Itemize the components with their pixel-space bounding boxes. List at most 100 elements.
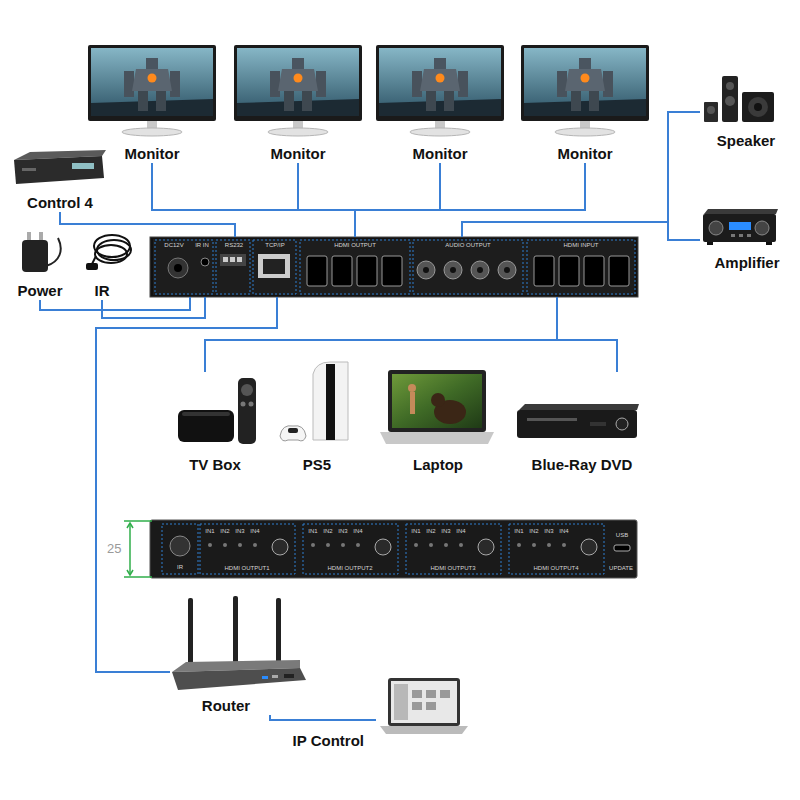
- device-label: Monitor: [271, 145, 326, 163]
- speaker-device: Speaker: [700, 72, 792, 150]
- router-icon-part: [233, 596, 238, 668]
- device-label: PS5: [303, 456, 331, 474]
- amplifier-icon-part: [704, 209, 778, 214]
- device-label: Monitor: [125, 145, 180, 163]
- bluray-player-icon: [517, 404, 639, 438]
- speaker-icon-part: [707, 106, 715, 114]
- amplifier-icon-part: [729, 222, 751, 230]
- amplifier-icon-part: [709, 221, 723, 235]
- front-panel-illustration-part: [614, 545, 630, 551]
- front-panel-illustration-part-part: [223, 543, 227, 547]
- amplifier-icon-part: [747, 234, 751, 237]
- front-panel-illustration-part-part: [356, 543, 360, 547]
- cable-connector: [102, 297, 205, 318]
- port-label: IN4: [250, 528, 259, 535]
- router-icon: [172, 596, 306, 690]
- control4-icon-part: [14, 156, 104, 184]
- rear-panel-illustration-part: [223, 257, 228, 262]
- ir-receiver-icon: [86, 235, 131, 270]
- rear-panel-illustration-part: [423, 267, 510, 273]
- monitor-device: Monitor: [86, 43, 218, 163]
- front-panel-illustration-part-part: [162, 524, 198, 574]
- rear-panel-illustration-part-part: [584, 256, 604, 286]
- router-icon-part: [272, 675, 278, 678]
- rear-panel-illustration-part-part: [307, 256, 327, 286]
- device-label: TV Box: [189, 456, 241, 474]
- rear-panel-illustration-part: [263, 259, 285, 274]
- port-label: IN4: [456, 528, 465, 535]
- rear-panel-illustration-part-part: [471, 261, 489, 279]
- power-adapter-icon-part: [27, 232, 31, 241]
- rear-panel-illustration-part-part: [534, 256, 554, 286]
- front-panel-illustration-part-part: [562, 543, 566, 547]
- laptop-icon-part: [380, 432, 494, 444]
- device-label: Speaker: [717, 132, 775, 150]
- bluray-player-icon-part: [517, 410, 637, 438]
- speaker-icon-part: [748, 97, 768, 117]
- cable-connector: [355, 163, 440, 237]
- router-icon-part: [188, 598, 193, 668]
- ip-control-laptop-icon-part: [388, 678, 460, 726]
- front-panel-illustration-part-part: [253, 543, 257, 547]
- port-label: HDMI OUTPUT4: [534, 565, 579, 572]
- ir-device: IR: [80, 225, 124, 300]
- router-device: Router: [170, 593, 282, 715]
- amplifier-icon-part: [703, 214, 776, 242]
- router-icon-part: [284, 674, 294, 678]
- rear-panel-illustration-part: [153, 239, 635, 295]
- rear-panel-illustration-part-part: [382, 256, 402, 286]
- speaker-icon-part: [725, 96, 735, 106]
- device-label: Power: [17, 282, 62, 300]
- port-label: IN3: [544, 528, 553, 535]
- ip-control-laptop-icon-part: [412, 690, 422, 698]
- port-label: TCP/IP: [265, 242, 284, 249]
- amplifier-icon-part: [755, 221, 769, 235]
- matrix-rear-panel: DC12VIR INRS232TCP/IPHDMI OUTPUTAUDIO OU…: [150, 237, 638, 297]
- front-panel-illustration-part-part: [581, 539, 597, 555]
- monitor-icons-part: [234, 45, 362, 136]
- port-label: RS232: [225, 242, 243, 249]
- amplifier-icon-part: [707, 242, 713, 245]
- port-label: IN3: [338, 528, 347, 535]
- front-panel-illustration-part-part: [208, 543, 212, 547]
- amplifier-icon-part: [739, 234, 743, 237]
- amplifier-icon-part: [731, 234, 735, 237]
- ps5-icon-part: [313, 362, 348, 440]
- rear-panel-illustration-part: [220, 254, 246, 266]
- front-panel-illustration-part: [170, 536, 190, 556]
- router-icon-part: [276, 598, 281, 666]
- rear-panel-illustration-part: [168, 258, 188, 278]
- port-label: IN1: [514, 528, 523, 535]
- port-label: IN4: [353, 528, 362, 535]
- front-panel-illustration-part-part: [238, 543, 242, 547]
- front-panel-illustration-part-part: [341, 543, 345, 547]
- laptop-icon-part: [388, 370, 486, 432]
- port-label: UPDATE: [609, 565, 633, 572]
- front-panel-illustration: [150, 520, 637, 578]
- front-panel-illustration-part-part: [414, 543, 418, 547]
- ip-control-laptop-icon-part: [426, 690, 436, 698]
- dimension-label: 25: [106, 541, 122, 556]
- front-panel-illustration-part-part: [547, 543, 551, 547]
- front-panel-illustration-part: [162, 524, 604, 574]
- monitor-icons-part: [88, 45, 216, 136]
- cable-line: [152, 163, 355, 237]
- rear-panel-illustration-part-part: [423, 267, 429, 273]
- port-label: DC12V: [164, 242, 183, 249]
- cable-line: [40, 297, 190, 310]
- dimension-bracket: [124, 521, 152, 577]
- front-panel-illustration-part-part: [459, 543, 463, 547]
- rear-panel-illustration-part: [174, 264, 182, 272]
- ip-control-laptop-icon-part: [380, 726, 468, 734]
- rear-panel-illustration-part-part: [527, 240, 635, 294]
- ir-receiver-icon-part: [86, 263, 98, 270]
- ip-control-laptop-icon: [380, 678, 468, 734]
- monitor-device: Monitor: [519, 43, 651, 163]
- cable-connector: [298, 163, 355, 237]
- device-label: Monitor: [413, 145, 468, 163]
- ir-receiver-icon-part: [95, 245, 127, 263]
- tv-box-icon-part: [241, 402, 246, 407]
- port-label: IN2: [426, 528, 435, 535]
- power-device: Power: [8, 228, 72, 300]
